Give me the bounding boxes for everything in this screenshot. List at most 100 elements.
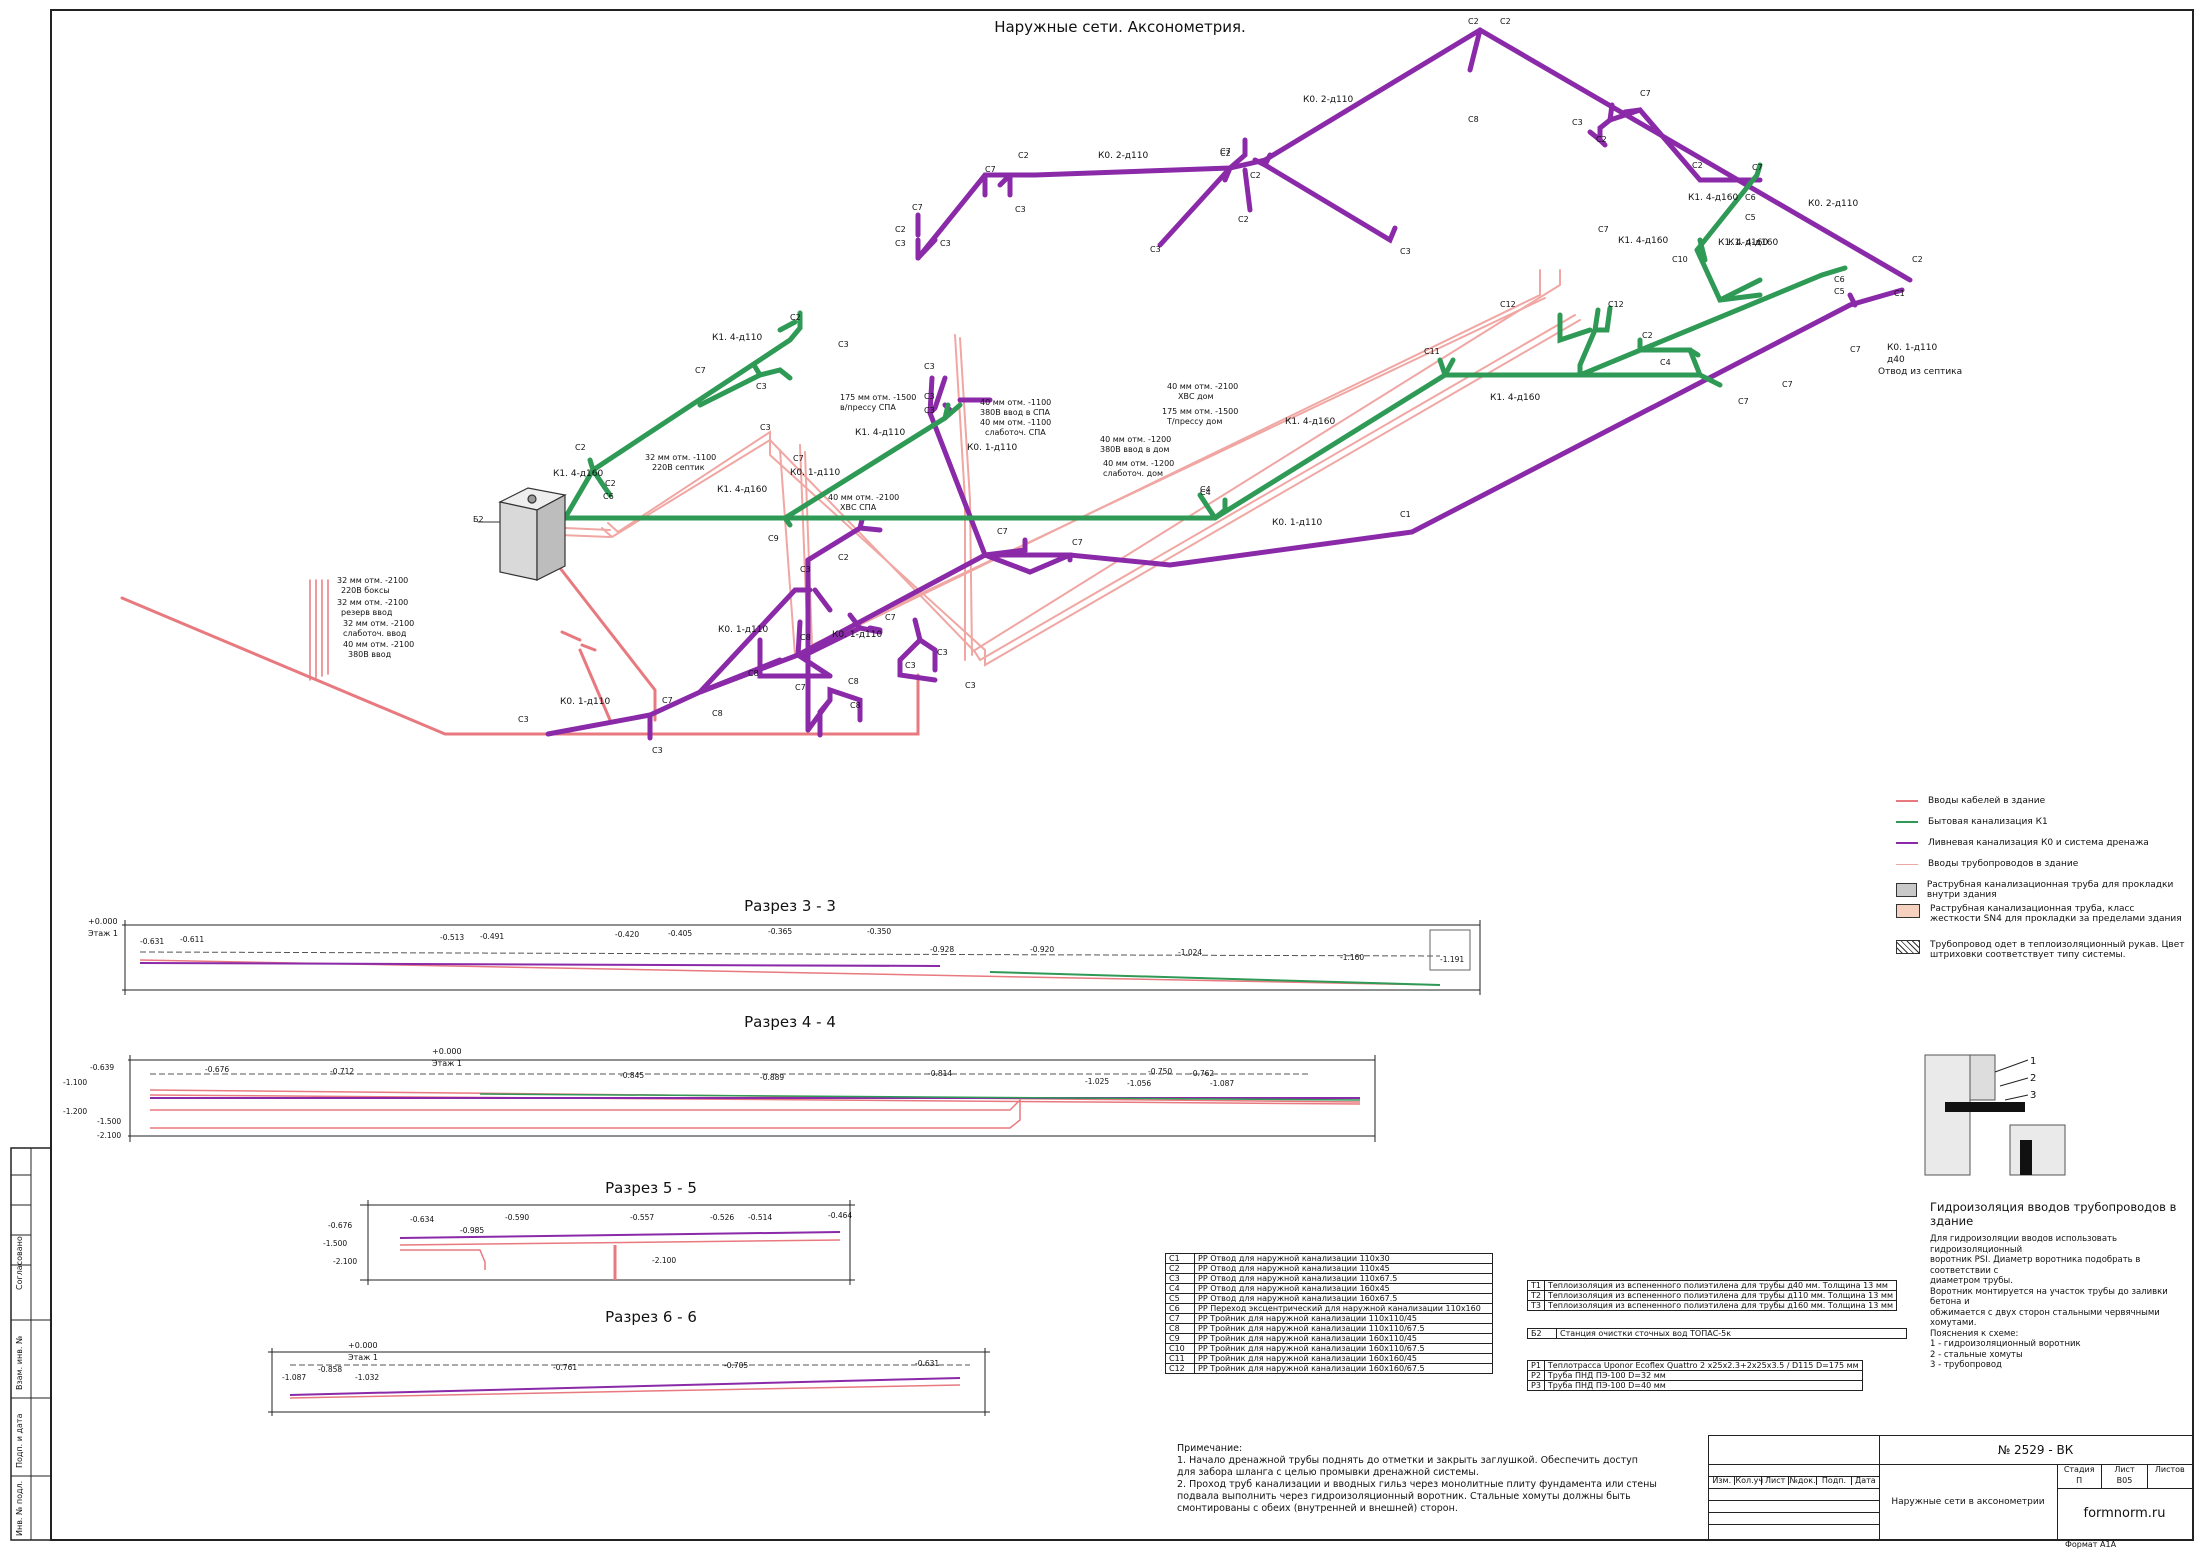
fitting-label: С3: [800, 565, 811, 574]
pipe-label: К1. 4-д110: [855, 428, 905, 438]
row-desc: РР Тройник для наружной канализации 160х…: [1194, 1363, 1493, 1374]
callout-text: 220В боксы: [341, 586, 390, 595]
callout-text: слаботоч. дом: [1103, 469, 1163, 478]
elev-mark: -0.631: [140, 937, 164, 946]
pipe-label: К0. 1-д110: [967, 443, 1017, 453]
sheets-head: Листов: [2154, 1465, 2185, 1474]
callout-text: резерв ввод: [341, 608, 393, 617]
fitting-label: С3: [1015, 205, 1026, 214]
callout-text: 175 мм отм. -1500: [1162, 407, 1238, 416]
fitting-label: С2: [1500, 17, 1511, 26]
pipe-label: К1. 4-д160: [1618, 236, 1668, 246]
callout-text: 380В ввод: [348, 650, 392, 659]
row-code: Р1: [1527, 1360, 1545, 1371]
waterproof-text: Для гидроизоляции вводов использовать ги…: [1930, 1234, 2180, 1371]
fitting-label: С2: [1220, 149, 1231, 158]
pipe-label: К1. 4-д160: [1285, 417, 1335, 427]
row-desc: Теплоизоляция из вспененного полиэтилена…: [1543, 1300, 1897, 1311]
col-label: Дата: [1854, 1476, 1876, 1485]
section-4-4: Разрез 4 - 4 +0.000 Этаж 1 -1.100 -0.639…: [63, 1013, 1376, 1142]
fitting-label: С11: [1424, 347, 1440, 356]
fitting-label: С3: [924, 362, 935, 371]
fitting-label: С2: [1238, 215, 1249, 224]
pipe-label: К1. 4-д160: [1728, 238, 1778, 248]
legend-swatch: [1896, 940, 1920, 954]
fitting-label: С8: [1468, 115, 1479, 124]
section-title: Разрез 5 - 5: [605, 1179, 697, 1197]
row-code: С3: [1165, 1273, 1195, 1284]
fitting-label: С2: [575, 443, 586, 452]
notes-line: 1. Начало дренажной трубы поднять до отм…: [1177, 1455, 1638, 1466]
elev-mark: -1.200: [63, 1107, 87, 1116]
fitting-label: С7: [1738, 397, 1749, 406]
callout-text: 40 мм отм. -1200: [1100, 435, 1171, 444]
fitting-label: С7: [1752, 163, 1763, 172]
fitting-label: С8: [800, 633, 811, 642]
fitting-label: С7: [1072, 538, 1083, 547]
legend-label: Бытовая канализация К1: [1928, 817, 2048, 827]
stage-value: П: [2076, 1476, 2083, 1485]
elev-mark: -0.858: [318, 1365, 342, 1374]
callout-text: слаботоч. ввод: [343, 629, 407, 638]
fitting-label: С2: [1912, 255, 1923, 264]
pipe-label: К0. 1-д110: [1887, 343, 1937, 353]
legend-label: Раструбная канализационная труба для про…: [1926, 880, 2174, 900]
fitting-label: С7: [662, 696, 673, 705]
elev-mark: -0.420: [615, 930, 639, 939]
notes-line: 2. Проход труб канализации и вводных гил…: [1177, 1479, 1657, 1490]
row-desc: РР Отвод для наружной канализации 160х67…: [1194, 1293, 1493, 1304]
section-5-5: Разрез 5 - 5 -0.676 -0.634 -0.985 -0.590…: [323, 1179, 855, 1285]
legend-label: Вводы кабелей в здание: [1928, 796, 2046, 806]
pipe-label: К1. 4-д160: [1718, 238, 1768, 248]
waterproof-line: обжимается с двух сторон стальными червя…: [1930, 1307, 2160, 1329]
fitting-label: С3: [652, 746, 663, 755]
row-desc: РР Отвод для наружной канализации 110х67…: [1194, 1273, 1493, 1284]
row-desc: РР Тройник для наружной канализации 160х…: [1194, 1343, 1493, 1354]
row-code: С6: [1165, 1303, 1195, 1314]
row-code: Р3: [1527, 1380, 1545, 1391]
elev-mark: -1.500: [323, 1239, 347, 1248]
notes-line: для забора шланга с целью промывки дрена…: [1177, 1467, 1479, 1478]
k0-lines: [545, 27, 1913, 741]
row-desc: Труба ПНД ПЭ-100 D=32 мм: [1543, 1370, 1863, 1381]
elev-mark: -0.920: [1030, 945, 1054, 954]
waterproof-line: 1 - гидроизоляционный воротник: [1930, 1339, 2081, 1349]
elev-mark: -1.032: [355, 1373, 379, 1382]
station-b2: [498, 487, 567, 581]
callout-text: 175 мм отм. -1500: [840, 393, 916, 402]
section-3-3: Разрез 3 - 3 +0.000 Этаж 1 -0.631 -0.611…: [88, 897, 1481, 995]
row-desc: РР Тройник для наружной канализации 110х…: [1194, 1323, 1493, 1334]
callout-text: 40 мм отм. -2100: [343, 640, 414, 649]
detail-callout: 3: [2030, 1090, 2036, 1101]
legend-item: Ливневая канализация К0 и система дренаж…: [1896, 838, 2149, 848]
fitting-label: С2: [790, 313, 801, 322]
fitting-label: С3: [1572, 118, 1583, 127]
callout-text: 32 мм отм. -2100: [337, 576, 408, 585]
row-desc: РР Отвод для наружной канализации 160х45: [1194, 1283, 1493, 1294]
section-title: Разрез 4 - 4: [744, 1013, 836, 1031]
pipe-label: Отвод из септика: [1878, 367, 1962, 377]
detail-callout: 1: [2030, 1056, 2036, 1067]
fitting-label: С9: [768, 534, 779, 543]
fitting-label: С7: [795, 683, 806, 692]
pipe-label: д40: [1887, 355, 1905, 365]
row-code: С12: [1165, 1363, 1195, 1374]
waterproof-line: 3 - трубопровод: [1930, 1360, 2002, 1370]
k1-lines: [562, 162, 1848, 528]
fitting-label: С1: [1894, 289, 1905, 298]
row-desc: Теплотрасса Uponor Ecoflex Quattro 2 х25…: [1543, 1360, 1863, 1371]
elev-mark: -1.024: [1178, 948, 1202, 957]
elev-mark: -0.928: [930, 945, 954, 954]
fitting-label: С7: [793, 454, 804, 463]
row-code: Т3: [1527, 1300, 1545, 1311]
fitting-label: С3: [965, 681, 976, 690]
side-label-sign: Подп. и дата: [15, 1413, 24, 1468]
